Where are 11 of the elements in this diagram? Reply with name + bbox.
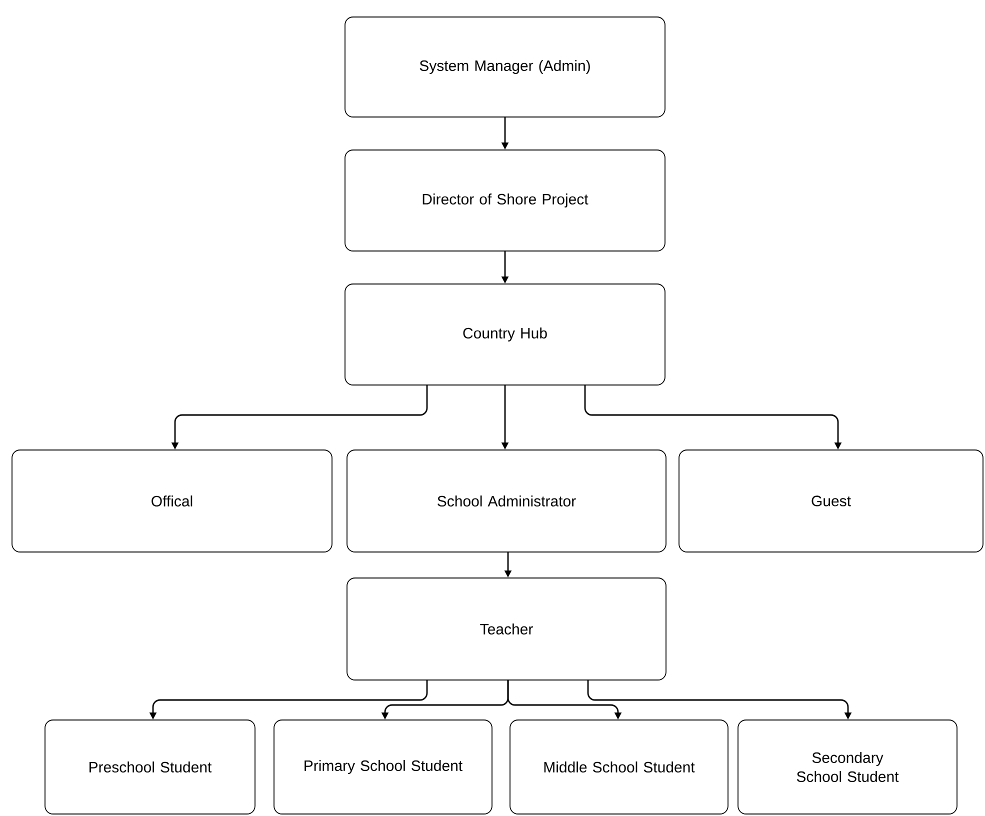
role-box: Country Hub xyxy=(344,284,666,386)
role-box: Middle School Student xyxy=(510,720,728,814)
role-box: Preschool Student xyxy=(44,720,256,814)
role-box: Director of Shore Project xyxy=(344,150,666,252)
role-box: Primary School Student xyxy=(274,720,492,814)
role-box: Secondary School Student xyxy=(738,720,958,814)
role-box: Teacher xyxy=(346,578,666,680)
role-box: School Administrator xyxy=(346,450,666,552)
role-box: Offical xyxy=(12,450,332,552)
role-box: Guest xyxy=(678,450,984,552)
role-box: System Manager (Admin) xyxy=(344,16,666,118)
